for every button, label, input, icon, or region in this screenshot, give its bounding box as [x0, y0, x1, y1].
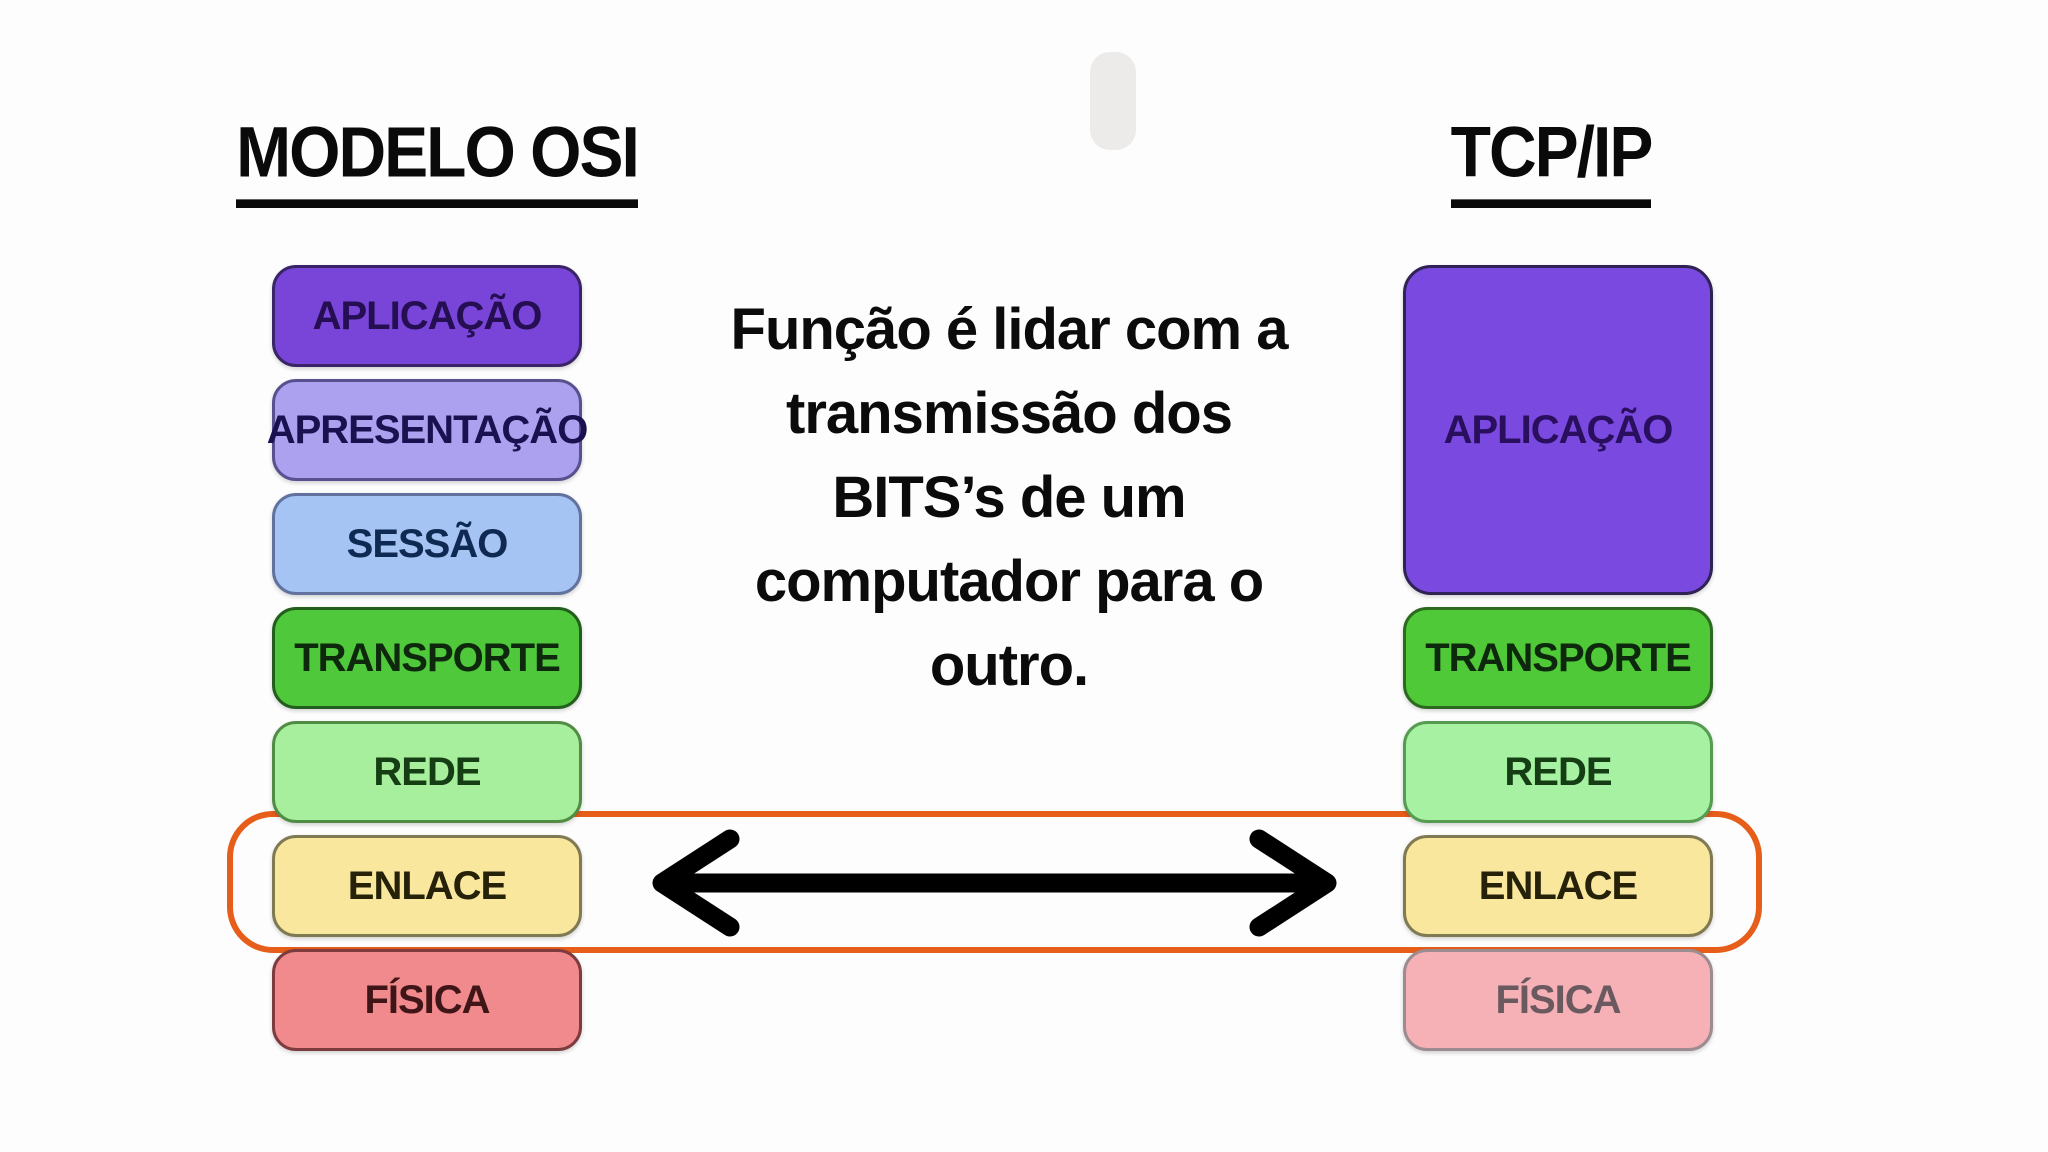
double-arrow: [652, 829, 1337, 937]
arrow-head-left: [652, 829, 740, 937]
tcpip-layer-fisica: FÍSICA: [1403, 949, 1713, 1051]
layer-label: APLICAÇÃO: [312, 293, 543, 338]
annotation-line: transmissão dos: [786, 381, 1233, 446]
layer-label: ENLACE: [347, 863, 507, 908]
layer-label: ENLACE: [1478, 863, 1638, 908]
osi-layer-aplicacao: APLICAÇÃO: [272, 265, 582, 367]
osi-title-text: MODELO OSI: [236, 111, 640, 208]
tcpip-layer-rede: REDE: [1403, 721, 1713, 823]
annotation-line: outro.: [929, 633, 1089, 698]
tcpip-title: TCP/IP: [1251, 112, 1851, 208]
osi-layer-sessao: SESSÃO: [272, 493, 582, 595]
annotation-line: computador para o: [754, 549, 1264, 614]
osi-layer-apresentacao: APRESENTAÇÃO: [267, 379, 588, 481]
annotation-line: Função é lidar com a: [730, 297, 1289, 362]
arrow-head-right: [1249, 829, 1337, 937]
layer-label: TRANSPORTE: [1425, 635, 1692, 680]
layer-label: FÍSICA: [364, 977, 490, 1022]
tcpip-layer-aplicacao: APLICAÇÃO: [1403, 265, 1713, 595]
gray-artifact-blob: [1090, 52, 1136, 150]
tcpip-title-text: TCP/IP: [1450, 111, 1653, 208]
layer-label: FÍSICA: [1495, 977, 1621, 1022]
layer-label: APRESENTAÇÃO: [266, 407, 589, 452]
layer-label: TRANSPORTE: [294, 635, 561, 680]
tcpip-layer-enlace: ENLACE: [1403, 835, 1713, 937]
annotation-text: Função é lidar com a transmissão dos BIT…: [639, 288, 1379, 708]
osi-layer-enlace: ENLACE: [272, 835, 582, 937]
layer-label: REDE: [373, 749, 481, 794]
layer-label: SESSÃO: [346, 521, 509, 566]
osi-layer-transporte: TRANSPORTE: [272, 607, 582, 709]
osi-layer-fisica: FÍSICA: [272, 949, 582, 1051]
enlace-highlight-outline: [227, 811, 1762, 953]
layer-label: APLICAÇÃO: [1443, 407, 1674, 452]
layer-label: REDE: [1504, 749, 1612, 794]
tcpip-layer-transporte: TRANSPORTE: [1403, 607, 1713, 709]
annotation-line: BITS’s de um: [832, 465, 1186, 530]
osi-layer-rede: REDE: [272, 721, 582, 823]
osi-title: MODELO OSI: [137, 112, 737, 208]
